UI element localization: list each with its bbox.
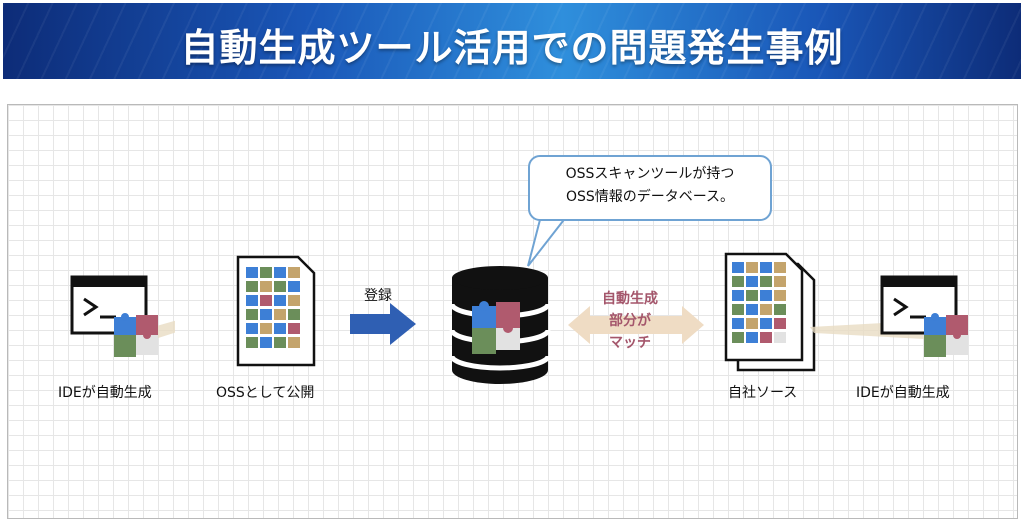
ide-right-label: IDEが自動生成 xyxy=(856,385,950,401)
callout-bubble xyxy=(528,155,772,221)
ide-left-label: IDEが自動生成 xyxy=(58,385,152,401)
oss-document-icon xyxy=(236,255,316,367)
title-banner: 自動生成ツール活用での問題発生事例 xyxy=(3,3,1021,79)
own-source-label: 自社ソース xyxy=(728,385,798,401)
callout-line-1: OSSスキャンツールが持つ xyxy=(565,166,735,182)
oss-publish-label: OSSとして公開 xyxy=(216,385,315,401)
terminal-icon-right xyxy=(810,275,968,357)
callout-line-2: OSS情報のデータベース。 xyxy=(565,189,735,205)
terminal-icon-left xyxy=(70,275,175,357)
match-line-2: 部分が xyxy=(609,313,651,329)
page-title: 自動生成ツール活用での問題発生事例 xyxy=(180,26,844,70)
own-source-document-icon xyxy=(724,252,816,372)
match-label: 自動生成 部分が マッチ xyxy=(580,288,680,354)
database-icon xyxy=(449,266,551,384)
match-line-1: 自動生成 xyxy=(602,291,658,307)
match-double-arrow xyxy=(568,306,704,344)
callout-text: OSSスキャンツールが持つ OSS情報のデータベース。 xyxy=(528,163,772,209)
match-line-3: マッチ xyxy=(609,335,651,351)
register-arrow xyxy=(350,303,416,345)
register-label: 登録 xyxy=(364,288,392,304)
